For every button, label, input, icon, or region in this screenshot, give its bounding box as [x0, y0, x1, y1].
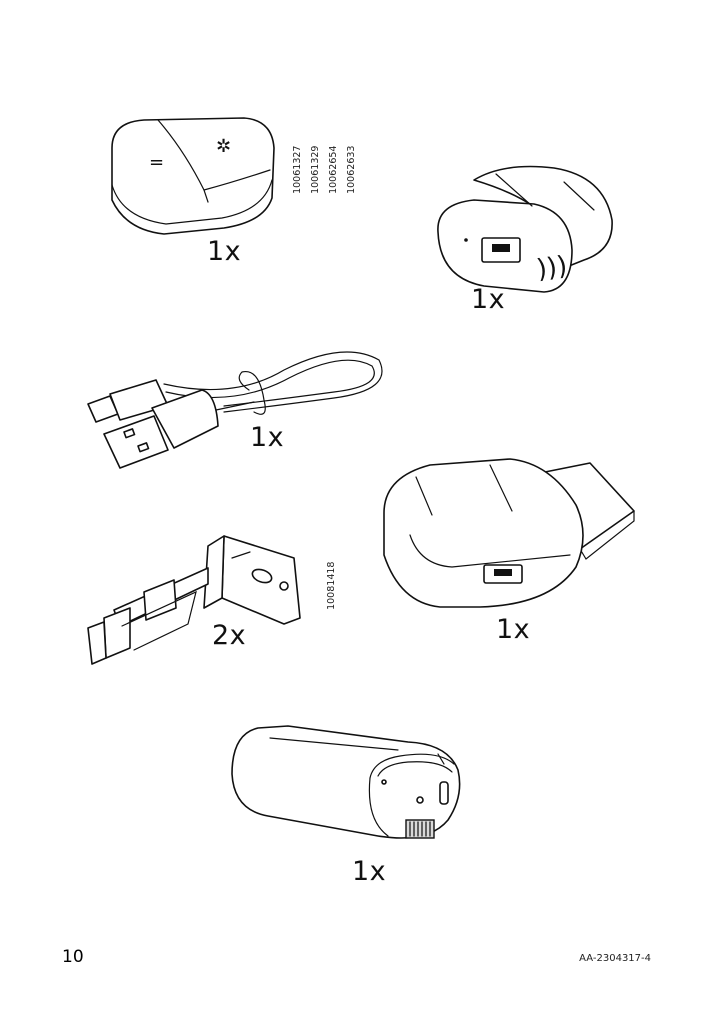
battery-pack-icon [231, 725, 461, 839]
article-number: 10061327 [292, 145, 303, 194]
quantity-label: 1x [250, 422, 285, 453]
usb-cable-icon [87, 351, 383, 469]
page-number: 10 [62, 947, 84, 967]
wireless-receiver-icon: ))) [437, 165, 613, 293]
document-code: AA-2304317-4 [579, 953, 651, 964]
article-number: 10062633 [346, 145, 357, 194]
article-number: 10062654 [328, 145, 339, 194]
quantity-label: 1x [471, 284, 506, 315]
article-number-list: 10061327 10061329 10062654 10062633 [284, 146, 365, 206]
usb-adapter-icon [383, 458, 635, 608]
svg-text:=: = [149, 152, 164, 173]
article-number-list: 10081418 [318, 562, 345, 622]
quantity-label: 1x [352, 856, 387, 887]
svg-text:✲: ✲ [216, 136, 231, 157]
article-number: 10061329 [310, 145, 321, 194]
svg-text:))): ))) [535, 251, 569, 285]
quantity-label: 2x [212, 620, 247, 651]
remote-button-icon: = ✲ [111, 117, 275, 235]
mounting-bracket-icon [87, 535, 301, 665]
quantity-label: 1x [207, 236, 242, 267]
article-number: 10081418 [326, 561, 337, 610]
quantity-label: 1x [496, 614, 531, 645]
